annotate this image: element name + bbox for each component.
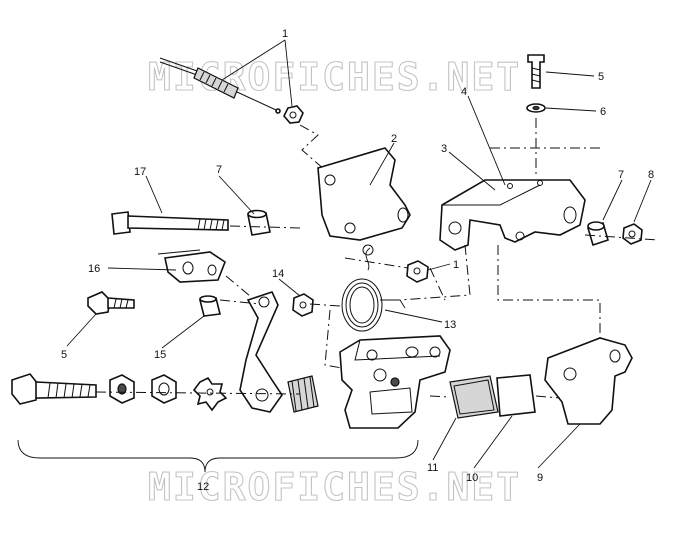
callout-2: 2 [391, 133, 397, 145]
callout-14: 14 [272, 268, 284, 280]
friction-pad [449, 375, 499, 419]
watermark-bottom: MICROFICHES.NET [148, 465, 521, 509]
left-spacer [247, 209, 271, 236]
castle-nut [109, 374, 135, 404]
torsion-spring [341, 244, 406, 332]
callout-5-upper: 5 [598, 71, 604, 83]
hex-nut [151, 374, 177, 404]
callout-7-right: 7 [618, 169, 624, 181]
upper-bracket [317, 147, 411, 241]
upper-washer [526, 103, 546, 113]
callout-1-cable: 1 [282, 28, 288, 40]
long-pivot-bolt [11, 373, 97, 405]
callout-15: 15 [154, 349, 166, 361]
left-short-bolt [87, 291, 135, 315]
callout-6: 6 [600, 106, 606, 118]
worm-gear [287, 375, 319, 413]
right-spacer [587, 221, 609, 247]
lever-spacer [199, 295, 221, 317]
leader-lines [66, 39, 652, 469]
callout-9: 9 [537, 472, 543, 484]
callout-7-left: 7 [216, 164, 222, 176]
callout-11: 11 [427, 462, 438, 474]
main-mounting-bracket [439, 179, 586, 251]
cable-nut [283, 105, 304, 124]
pivot-clip [157, 249, 226, 283]
callout-4: 4 [461, 86, 467, 98]
long-bolt [111, 211, 229, 235]
throttle-lever-arm [239, 291, 283, 413]
center-nut [406, 260, 429, 283]
throttle-housing [339, 335, 451, 429]
callout-16: 16 [88, 263, 100, 275]
cover-plate [544, 337, 633, 425]
group-bracket-12 [17, 439, 419, 473]
callout-8: 8 [648, 169, 654, 181]
backing-plate [496, 374, 536, 417]
callout-17: 17 [134, 166, 146, 178]
callout-10: 10 [466, 472, 478, 484]
callout-12: 12 [197, 481, 209, 493]
upper-bolt [527, 54, 545, 89]
throttle-cable [159, 57, 281, 114]
callout-1-nut: 1 [453, 259, 459, 271]
right-nut [622, 223, 643, 245]
callout-5-left: 5 [61, 349, 67, 361]
callout-13: 13 [444, 319, 456, 331]
lever-nut [292, 293, 314, 317]
star-washer [192, 376, 228, 412]
callout-3: 3 [441, 143, 447, 155]
